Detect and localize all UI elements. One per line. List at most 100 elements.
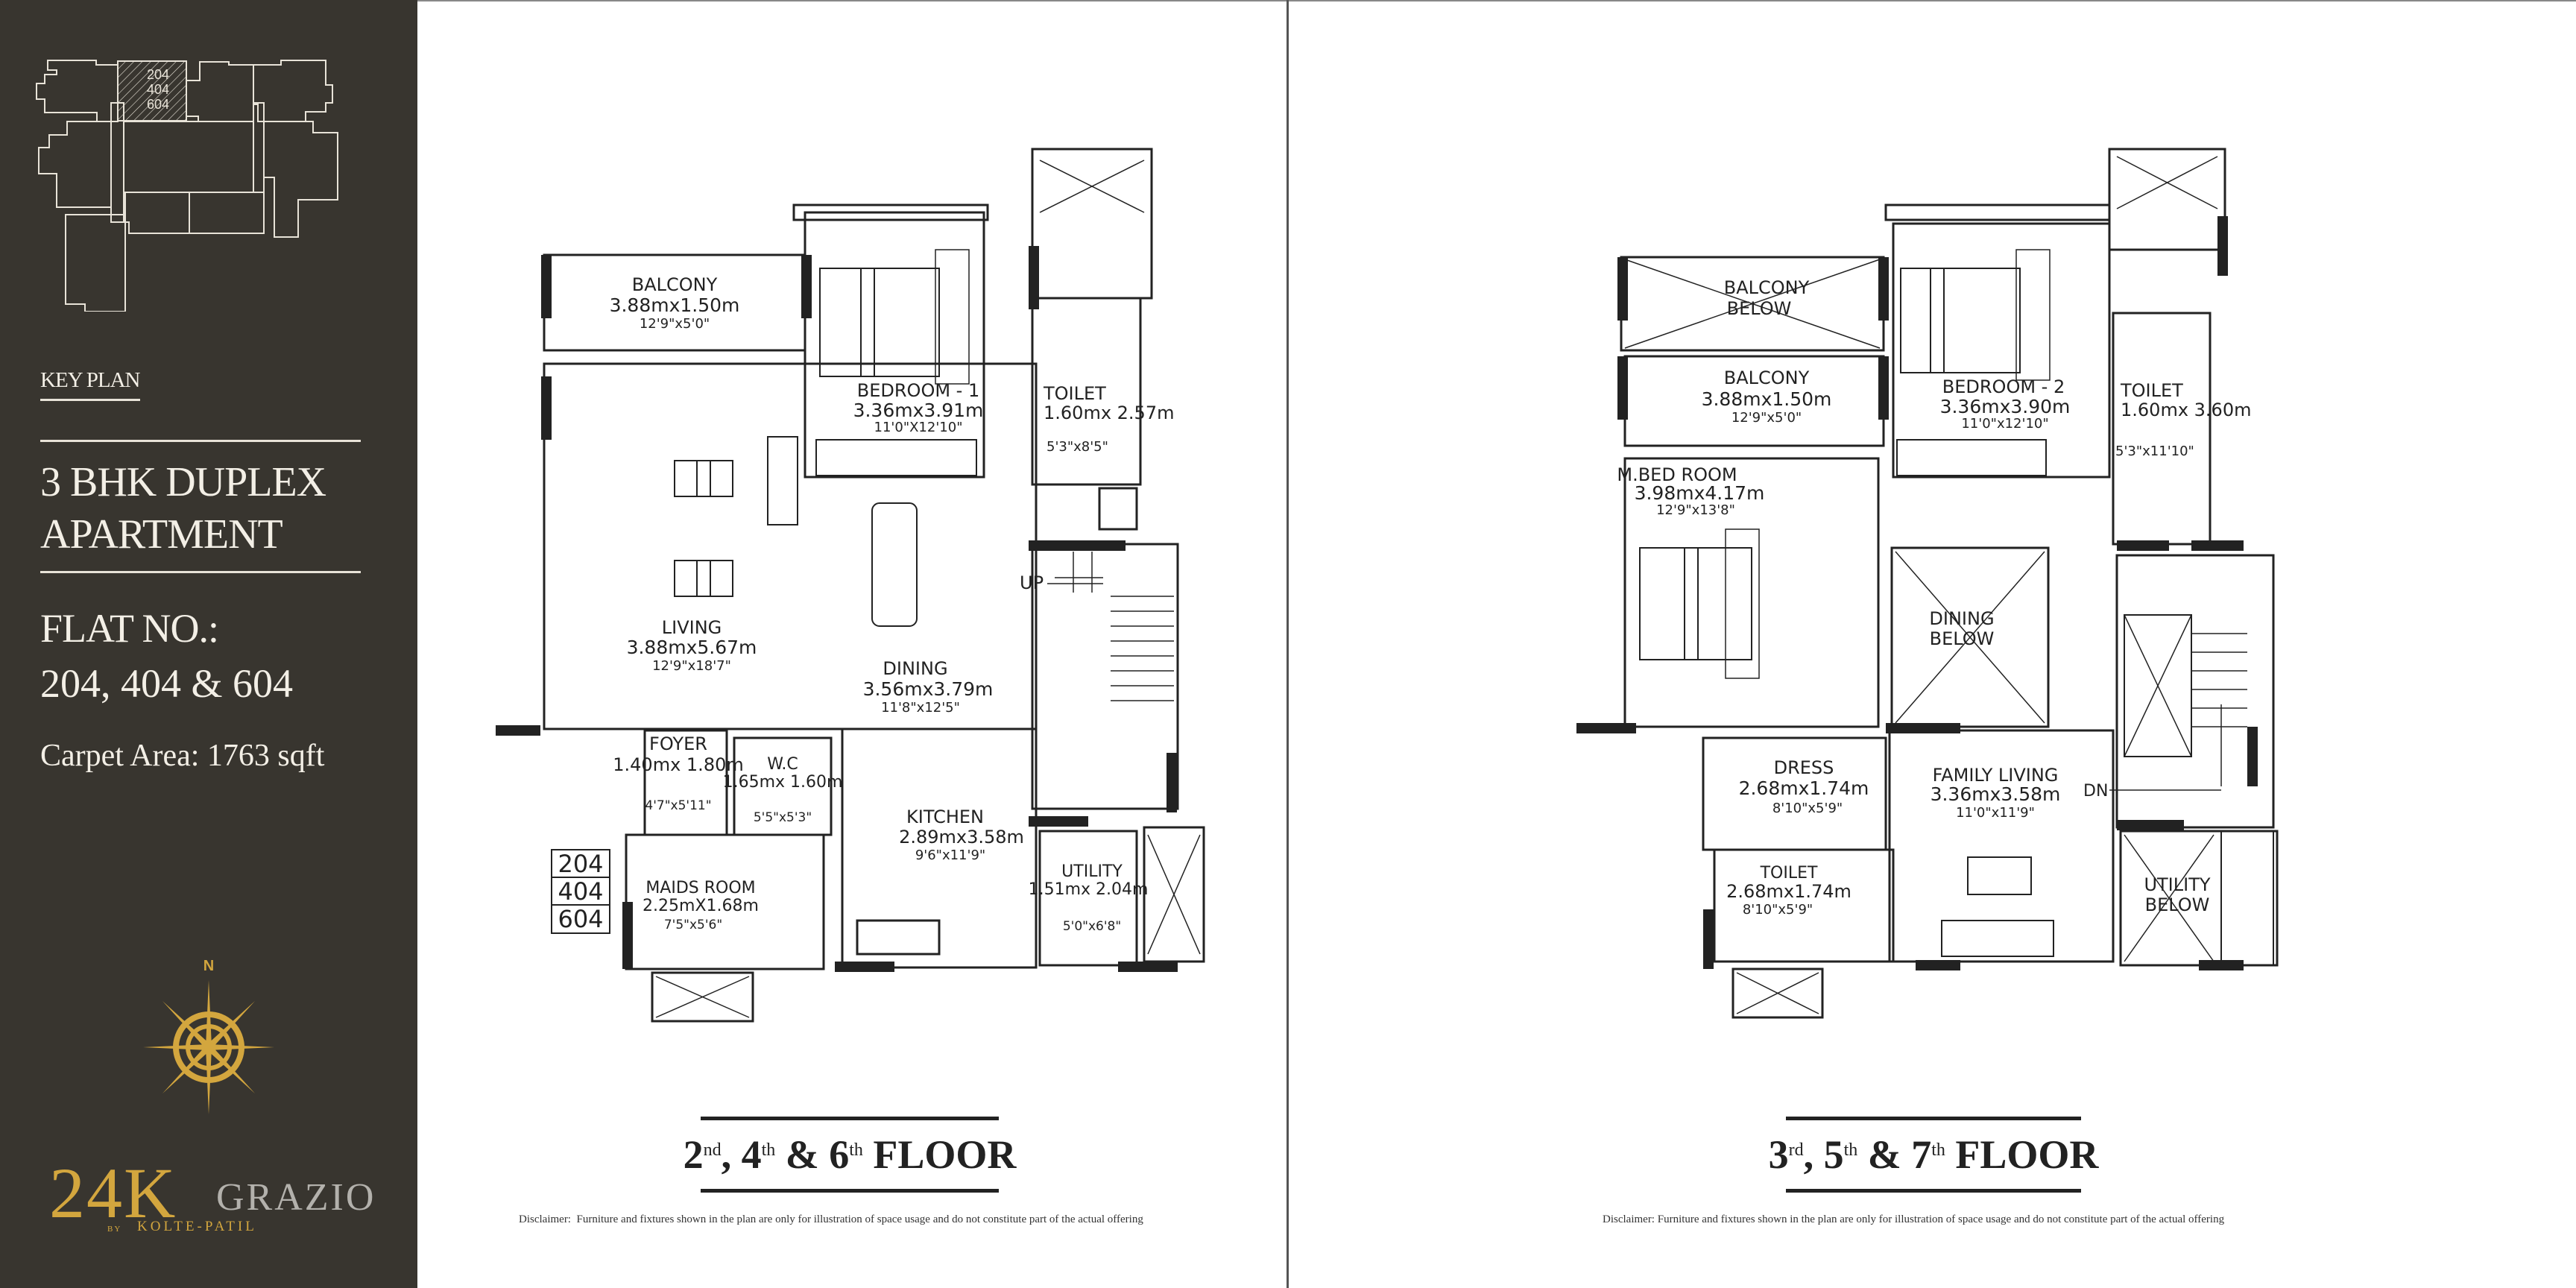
unit-tag-404: 404: [558, 877, 603, 906]
svg-text:12'9"x13'8": 12'9"x13'8": [1656, 502, 1735, 518]
divider-rule: [40, 571, 361, 573]
svg-text:9'6"x11'9": 9'6"x11'9": [915, 847, 985, 863]
svg-text:3.98mx4.17m: 3.98mx4.17m: [1635, 482, 1765, 504]
svg-text:8'10"x5'9": 8'10"x5'9": [1772, 801, 1843, 816]
svg-text:3.88mx1.50m: 3.88mx1.50m: [1702, 388, 1832, 410]
svg-text:1.60mx 2.57m: 1.60mx 2.57m: [1044, 402, 1174, 423]
info-sidebar: 204 404 604 KEY PLAN 3 BHK DUPLEX APARTM…: [0, 0, 417, 1288]
disclaimer-text: Furniture and fixtures shown in the plan…: [1657, 1213, 2225, 1225]
svg-text:3.36mx3.90m: 3.36mx3.90m: [1940, 396, 2071, 417]
floor-separator: &: [785, 1132, 819, 1177]
svg-text:12'9"x5'0": 12'9"x5'0": [1731, 410, 1802, 426]
page-top-border: [417, 0, 2576, 1]
svg-text:1.60mx 3.60m: 1.60mx 3.60m: [2121, 400, 2251, 420]
svg-text:3.88mx1.50m: 3.88mx1.50m: [610, 294, 740, 316]
brand-developer: KOLTE-PATIL: [137, 1219, 257, 1234]
floor-separator: ,: [1803, 1132, 1814, 1177]
svg-text:8'10"x5'9": 8'10"x5'9": [1743, 902, 1813, 918]
floor-suffix: th: [761, 1140, 776, 1160]
room-label-balcony: BALCONY 3.88mx1.50m 12'9"x5'0": [1702, 367, 1832, 426]
svg-text:TOILET: TOILET: [2120, 380, 2183, 401]
floor-plan-upper-drawing: DN BALCONY BELOW BALCONY BELOW BALCONY 3…: [0, 0, 2279, 1019]
svg-text:DINING: DINING: [883, 658, 947, 679]
svg-text:W.C: W.C: [767, 755, 798, 774]
svg-text:1.51mx 2.04m: 1.51mx 2.04m: [1029, 880, 1149, 899]
compass-rose-icon: N: [143, 958, 274, 1114]
svg-text:4'7"x5'11": 4'7"x5'11": [645, 798, 711, 813]
disclaimer-text: Furniture and fixtures shown in the plan…: [576, 1213, 1143, 1225]
svg-text:BALCONY: BALCONY: [1724, 367, 1810, 388]
room-label-dining: DINING 3.56mx3.79m 11'8"x12'5": [863, 658, 994, 716]
room-label-foyer: FOYER 1.40mx 1.80m 4'7"x5'11": [613, 733, 743, 813]
svg-text:BALCONY: BALCONY: [632, 274, 718, 295]
key-plan-unit-label: 604: [147, 97, 169, 112]
room-label-bedroom-1: BEDROOM - 1 3.36mx3.91m 11'0"X12'10": [853, 380, 984, 435]
brand-24k: 24K: [49, 1153, 177, 1233]
floor-separator: ,: [721, 1132, 732, 1177]
svg-text:7'5"x5'6": 7'5"x5'6": [664, 918, 722, 932]
room-label-toilet-lower: TOILET 2.68mx1.74m 8'10"x5'9": [1726, 864, 1852, 918]
room-label-utility-below: UTILITY BELOW UTILITY BELOW: [0, 0, 2211, 915]
svg-text:1.65mx 1.60m: 1.65mx 1.60m: [723, 773, 843, 792]
disclaimer-upper: Disclaimer: Furniture and fixtures shown…: [1603, 1213, 2224, 1226]
svg-text:2.25mX1.68m: 2.25mX1.68m: [643, 897, 759, 915]
svg-text:KITCHEN: KITCHEN: [906, 806, 984, 827]
floor-plan-lower-drawing: 204 404 604 UP BALCONY 3.88mx1.50m 12'9"…: [496, 148, 1205, 1023]
disclaimer-label: Disclaimer:: [519, 1213, 571, 1225]
svg-text:5'5"x5'3": 5'5"x5'3": [754, 810, 812, 825]
floor-suffix: th: [1843, 1140, 1858, 1160]
svg-text:11'0"x12'10": 11'0"x12'10": [1961, 416, 2048, 432]
floor-number: 6: [829, 1132, 850, 1177]
svg-text:UTILITY: UTILITY: [2144, 874, 2210, 895]
svg-text:1.40mx 1.80m: 1.40mx 1.80m: [613, 754, 743, 775]
brand-by: BY: [107, 1225, 122, 1234]
brand-logo: 24K GRAZIO BY KOLTE-PATIL: [49, 1152, 392, 1241]
room-label-kitchen: KITCHEN 2.89mx3.58m 9'6"x11'9": [899, 806, 1024, 863]
room-label-utility: UTILITY 1.51mx 2.04m 5'0"x6'8": [1029, 862, 1149, 934]
svg-text:TOILET: TOILET: [1043, 383, 1106, 404]
floor-suffix: rd: [1788, 1140, 1804, 1160]
key-plan-title: KEY PLAN: [40, 368, 141, 401]
key-plan-unit-label: 404: [147, 82, 169, 97]
floor-suffix: nd: [703, 1140, 722, 1160]
floor-plan-lower: 204 404 604 UP BALCONY 3.88mx1.50m 12'9"…: [492, 0, 1237, 1118]
floor-number: 4: [741, 1132, 762, 1177]
page-divider: [1287, 0, 1289, 1288]
svg-text:2.68mx1.74m: 2.68mx1.74m: [1739, 777, 1869, 799]
svg-text:MAIDS ROOM: MAIDS ROOM: [645, 879, 755, 897]
north-label: N: [203, 958, 214, 974]
key-plan-diagram: 204 404 604: [36, 60, 338, 312]
floor-word: FLOOR: [873, 1132, 1017, 1177]
svg-text:2.68mx1.74m: 2.68mx1.74m: [1726, 881, 1852, 902]
svg-text:5'3"x11'10": 5'3"x11'10": [2115, 443, 2194, 459]
flat-numbers: 204, 404 & 604: [40, 661, 294, 706]
floor-plan-upper: DN BALCONY BELOW BALCONY BELOW BALCONY 3…: [0, 0, 2311, 1118]
room-label-wc: W.C 1.65mx 1.60m 5'5"x5'3": [723, 755, 843, 825]
floor-suffix: th: [1931, 1140, 1945, 1160]
svg-text:11'0"X12'10": 11'0"X12'10": [874, 420, 963, 435]
svg-text:FOYER: FOYER: [649, 733, 707, 754]
floor-number: 2: [683, 1132, 704, 1177]
room-label-bedroom-2: BEDROOM - 2 3.36mx3.90m 11'0"x12'10": [1940, 376, 2071, 432]
stair-down-label: DN: [2083, 782, 2108, 801]
room-label-dining-below: DINING BELOW DINING BELOW: [0, 0, 1995, 649]
floor-number: 5: [1823, 1132, 1844, 1177]
svg-text:3.56mx3.79m: 3.56mx3.79m: [863, 678, 994, 700]
svg-text:BELOW: BELOW: [1727, 298, 1792, 319]
svg-text:M.BED ROOM: M.BED ROOM: [1617, 464, 1737, 485]
apartment-type: 3 BHK DUPLEX APARTMENT: [40, 456, 326, 561]
svg-text:BELOW: BELOW: [1930, 628, 1995, 649]
room-label-balcony: BALCONY 3.88mx1.50m 12'9"x5'0": [610, 274, 740, 332]
svg-text:BEDROOM - 1: BEDROOM - 1: [857, 380, 979, 401]
stair-up-label: UP: [1020, 572, 1044, 593]
svg-text:DINING: DINING: [1929, 608, 1994, 629]
flat-number-label: FLAT NO.:: [40, 606, 219, 651]
svg-text:UTILITY: UTILITY: [1061, 862, 1123, 881]
svg-text:DRESS: DRESS: [1774, 757, 1834, 778]
svg-text:3.36mx3.58m: 3.36mx3.58m: [1931, 783, 2061, 805]
svg-text:5'3"x8'5": 5'3"x8'5": [1046, 439, 1108, 455]
brand-grazio: GRAZIO: [216, 1176, 376, 1219]
unit-tag-204: 204: [558, 850, 603, 878]
